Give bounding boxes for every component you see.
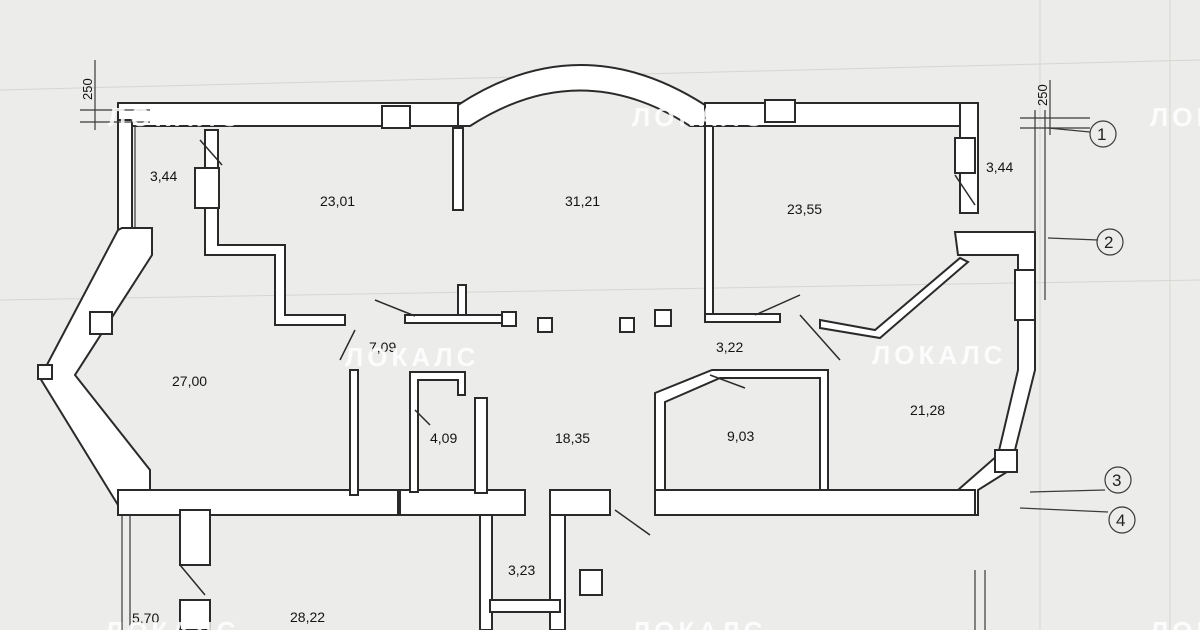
room-area-label: 3,23 <box>508 562 535 578</box>
door-swings <box>179 139 976 596</box>
dimension-label-right: 250 <box>1035 84 1050 106</box>
room-area-label: 27,00 <box>172 373 207 389</box>
axis-label-4: 4 <box>1116 511 1125 530</box>
watermark-text: ЛОКАЛС <box>108 102 242 132</box>
dimension-left: 250 <box>80 60 150 130</box>
axis-label-3: 3 <box>1112 471 1121 490</box>
room-area-label: 21,28 <box>910 402 945 418</box>
room-area-label: 3,44 <box>150 168 177 184</box>
watermark-text: ЛОКАЛС <box>105 616 239 630</box>
room-area-label: 5,70 <box>132 610 159 626</box>
axis-circle-4 <box>1108 506 1136 534</box>
axis-circle-1 <box>1089 120 1117 148</box>
axis-circle-2 <box>1096 228 1124 256</box>
room-labels: 3,44 23,01 31,21 23,55 3,44 27,00 7,09 3… <box>132 159 1013 626</box>
room-area-label: 3,44 <box>986 159 1013 175</box>
axis-label-2: 2 <box>1104 233 1113 252</box>
room-area-label: 31,21 <box>565 193 600 209</box>
room-area-label: 23,01 <box>320 193 355 209</box>
interior-walls <box>179 125 970 630</box>
room-area-label: 23,55 <box>787 201 822 217</box>
outline-lines <box>121 110 1046 630</box>
dimension-right: 250 <box>1020 80 1090 135</box>
watermark-text: ЛОКАЛС <box>345 342 479 372</box>
axis-markers: 1 2 3 4 <box>1019 120 1136 534</box>
watermark-text: ЛОКАЛС <box>632 616 766 630</box>
windows <box>37 99 1036 473</box>
watermark-text: ЛОКАЛС <box>872 340 1006 370</box>
room-area-label: 18,35 <box>555 430 590 446</box>
axis-label-1: 1 <box>1097 125 1106 144</box>
watermark-text: ЛОКАЛС <box>632 102 766 132</box>
axis-circle-3 <box>1104 466 1132 494</box>
watermark-text: ЛОКАЛС <box>1150 616 1200 630</box>
room-area-label: 4,09 <box>430 430 457 446</box>
room-area-label: 9,03 <box>727 428 754 444</box>
dimension-label-left: 250 <box>80 78 95 100</box>
watermarks: ЛОКАЛС ЛОКАЛС ЛОКАЛС ЛОКАЛС ЛОКАЛС ЛОКАЛ… <box>105 102 1200 630</box>
room-area-label: 3,22 <box>716 339 743 355</box>
watermark-text: ЛОКАЛС <box>1150 102 1200 132</box>
room-area-label: 7,09 <box>369 339 396 355</box>
room-area-label: 28,22 <box>290 609 325 625</box>
exterior-walls <box>38 64 1036 516</box>
